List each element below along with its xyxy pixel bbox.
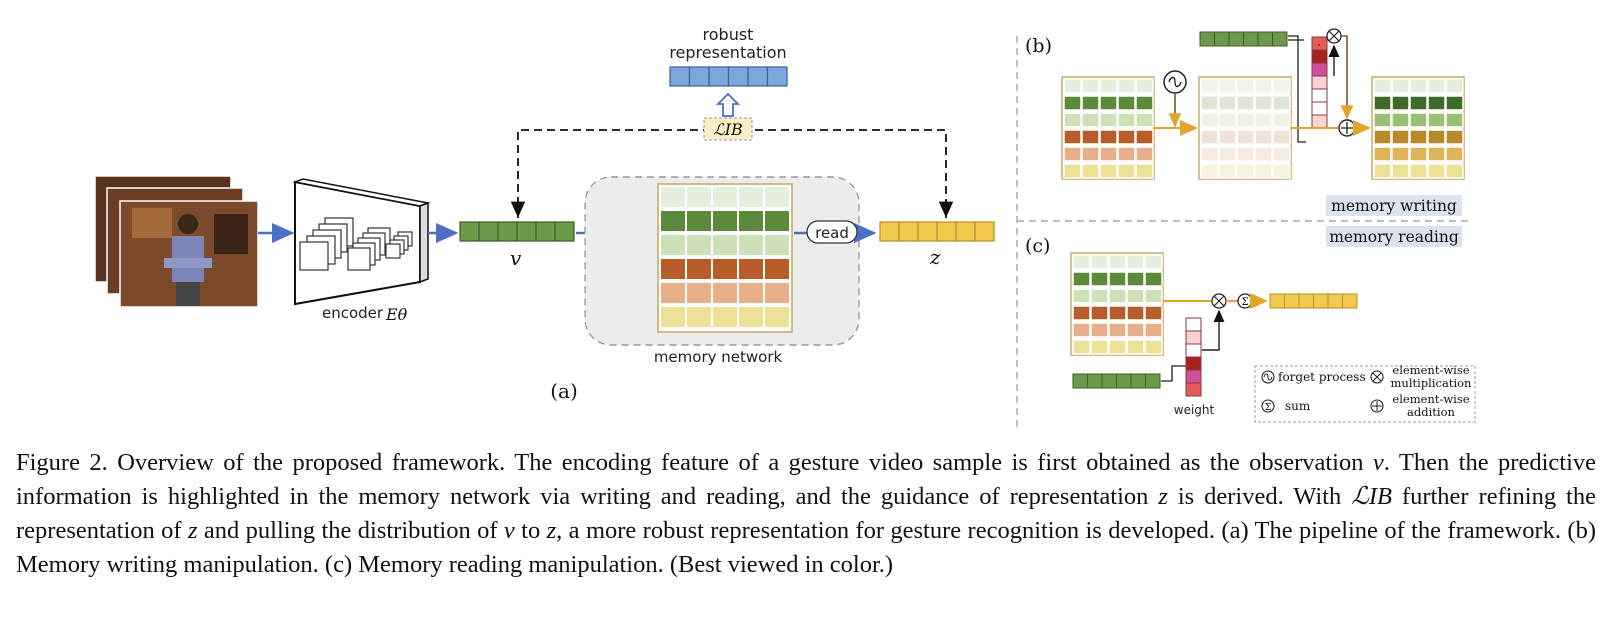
- b-weight-column: [1311, 36, 1328, 129]
- memory-writing-box: [1326, 195, 1462, 216]
- legend-sum: sum: [1285, 399, 1311, 413]
- z-label: z: [929, 245, 941, 269]
- encoder-symbol: Eθ: [385, 305, 408, 324]
- robust-label-1: robust: [703, 25, 754, 44]
- legend-add-1: element-wise: [1392, 392, 1469, 406]
- weight-label: weight: [1174, 403, 1215, 417]
- svg-text:Σ: Σ: [1241, 297, 1248, 308]
- v-vector: [459, 221, 575, 242]
- c-memory: [1070, 252, 1164, 356]
- robust-label-2: representation: [669, 43, 786, 62]
- legend-add-2: addition: [1407, 405, 1455, 419]
- legend-mult-1: element-wise: [1392, 363, 1469, 377]
- video-frames: [94, 175, 259, 308]
- b-observation-vector: [1199, 31, 1288, 47]
- panel-b-tag: (b): [1025, 35, 1052, 57]
- v-label: v: [510, 246, 522, 270]
- c-observation-vector: [1072, 373, 1161, 389]
- legend-forget: forget process: [1278, 370, 1366, 384]
- loss-ib-label: ℒIB: [713, 120, 743, 139]
- up-arrow-icon: [715, 92, 741, 117]
- loss-ib-box: [703, 117, 753, 141]
- figure-caption: Figure 2. Overview of the proposed frame…: [16, 449, 1597, 578]
- c-weight-column: [1185, 317, 1202, 397]
- z-vector: [879, 221, 995, 242]
- panel-a-tag: (a): [550, 379, 578, 403]
- robust-vector: [669, 66, 788, 87]
- b-memory-forget: [1198, 76, 1292, 180]
- encoder-block: [292, 178, 431, 306]
- legend-box: [1254, 365, 1476, 423]
- encoder-label: encoder: [322, 304, 384, 322]
- legend-mult-2: multiplication: [1391, 376, 1473, 390]
- read-label: read: [815, 224, 849, 242]
- memory-network-label: memory network: [654, 348, 783, 366]
- b-memory-output: [1371, 76, 1465, 180]
- c-read-vector: [1269, 293, 1358, 309]
- framework-figure: encoder Eθ v write memory network read z: [94, 25, 1476, 430]
- panel-c-tag: (c): [1025, 235, 1050, 257]
- memory-writing-label: memory writing: [1331, 197, 1457, 215]
- memory-reading-label: memory reading: [1329, 228, 1459, 246]
- memory-matrix: [657, 183, 793, 333]
- legend-sum-icon: [1261, 399, 1275, 413]
- memory-reading-box: [1326, 226, 1462, 247]
- svg-text:Σ: Σ: [1265, 403, 1271, 413]
- b-memory-input: [1061, 76, 1155, 180]
